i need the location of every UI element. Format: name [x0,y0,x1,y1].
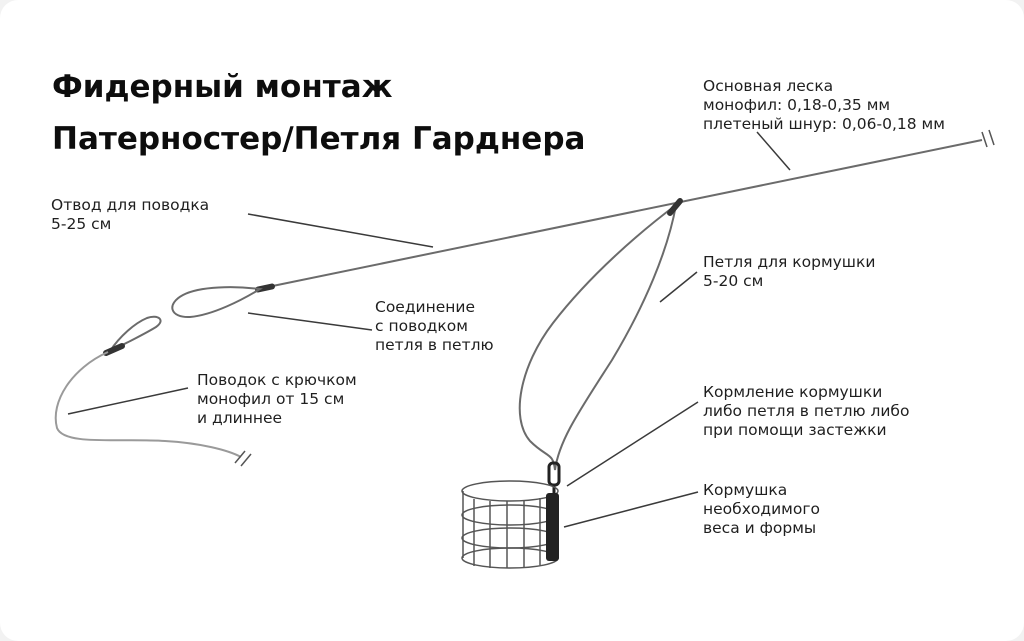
pointer-loop-connection [247,312,373,331]
label-feeder-loop: Петля для кормушки 5-20 см [703,253,875,291]
hook-leader-end-mark [234,450,252,467]
feeder-loop [518,202,678,471]
label-loop-connection-3: петля в петлю [375,336,494,354]
label-main-line-1: Основная леска [703,77,834,95]
label-feeder-attachment-2: либо петля в петлю либо [703,402,910,420]
label-main-line: Основная леска монофил: 0,18-0,35 мм пле… [703,77,945,134]
pointer-lines [67,131,791,528]
label-hook-leader-1: Поводок с крючком [197,371,357,389]
pointer-feeder-attachment [566,401,699,487]
main-line-end-mark [981,129,995,148]
pointer-hook-leader [67,387,189,415]
label-feeder-attachment: Кормление кормушки либо петля в петлю ли… [703,383,909,440]
pointer-feeder [563,491,699,528]
pointer-main-line [756,131,791,171]
hook-leader-line [54,351,242,458]
label-feeder-2: необходимого [703,500,820,518]
diagram-title: Фидерный монтаж [52,69,393,105]
label-feeder-3: веса и формы [703,519,817,537]
feeder-cage [461,480,559,569]
label-feeder-attachment-1: Кормление кормушки [703,383,883,401]
leader-branch-loop [171,286,263,319]
label-leader-branch-2: 5-25 см [51,215,112,233]
label-main-line-2: монофил: 0,18-0,35 мм [703,96,891,114]
label-loop-connection-2: с поводком [375,317,468,335]
diagram-subtitle: Патерностер/Петля Гарднера [52,121,586,157]
label-feeder-1: Кормушка [703,481,788,499]
label-leader-branch: Отвод для поводка 5-25 см [51,196,209,234]
label-hook-leader-3: и длиннее [197,409,283,427]
pointer-feeder-loop [659,271,698,303]
hook-leader-knot [103,343,125,356]
label-loop-connection: Соединение с поводком петля в петлю [375,298,494,355]
label-hook-leader: Поводок с крючком монофил от 15 см и дли… [197,371,357,428]
feeder-loop-knot [667,198,683,216]
label-feeder: Кормушка необходимого веса и формы [703,481,820,538]
hook-leader-loop [109,315,162,352]
label-loop-connection-1: Соединение [375,298,476,316]
label-hook-leader-2: монофил от 15 см [197,390,345,408]
label-main-line-3: плетеный шнур: 0,06-0,18 мм [703,115,945,133]
main-line [257,139,983,290]
feeder-weight [546,493,559,561]
label-leader-branch-1: Отвод для поводка [51,196,210,214]
label-feeder-loop-1: Петля для кормушки [703,253,876,271]
pointer-leader-branch [247,213,434,248]
label-feeder-attachment-3: при помощи застежки [703,421,887,439]
label-feeder-loop-2: 5-20 см [703,272,764,290]
